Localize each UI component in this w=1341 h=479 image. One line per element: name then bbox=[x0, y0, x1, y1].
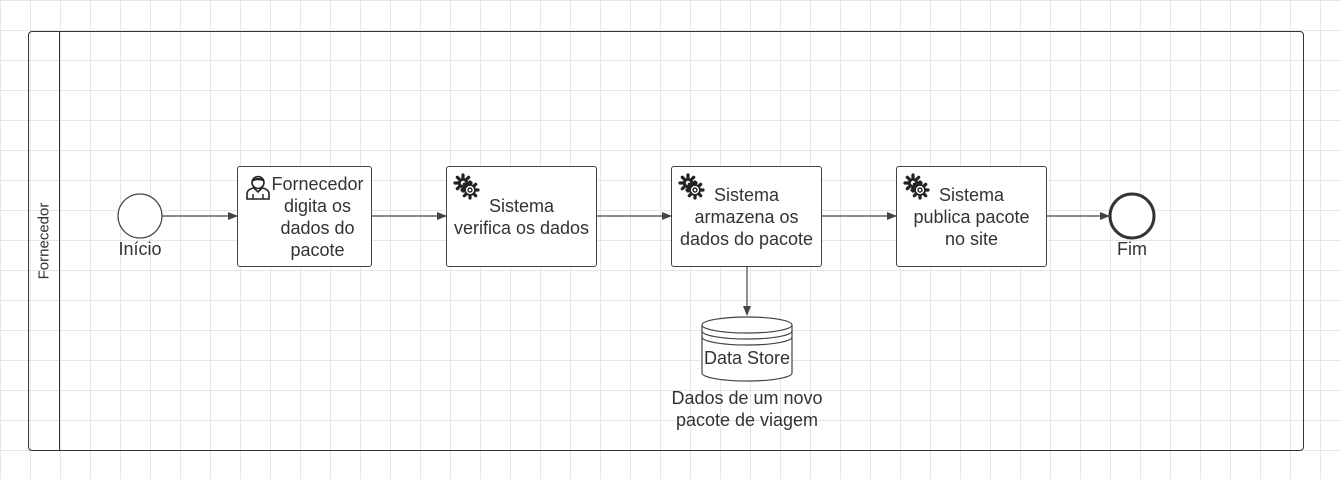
task-label: Fornecedor digita os dados do pacote bbox=[271, 173, 364, 260]
start-event-label: Início bbox=[118, 239, 162, 259]
task-fornecedor-digita[interactable]: Fornecedor digita os dados do pacote bbox=[237, 166, 372, 267]
task-sistema-publica[interactable]: Sistema publica pacote no site bbox=[896, 166, 1047, 267]
gear-icon bbox=[678, 173, 705, 200]
data-store-name: Data Store bbox=[703, 348, 791, 368]
gear-icon bbox=[453, 173, 480, 200]
pool-label: Fornecedor bbox=[35, 202, 53, 280]
pool bbox=[28, 31, 1304, 451]
task-sistema-armazena[interactable]: Sistema armazena os dados do pacote bbox=[671, 166, 822, 267]
end-event-label: Fim bbox=[1117, 239, 1147, 259]
gear-icon bbox=[903, 173, 930, 200]
task-sistema-verifica[interactable]: Sistema verifica os dados bbox=[446, 166, 597, 267]
user-icon bbox=[246, 175, 270, 200]
data-store-label: Dados de um novo pacote de viagem bbox=[671, 388, 823, 430]
pool-header bbox=[28, 31, 60, 451]
task-label: Sistema publica pacote no site bbox=[913, 184, 1030, 249]
task-label: Sistema armazena os dados do pacote bbox=[679, 184, 814, 249]
task-label: Sistema verifica os dados bbox=[453, 195, 590, 238]
